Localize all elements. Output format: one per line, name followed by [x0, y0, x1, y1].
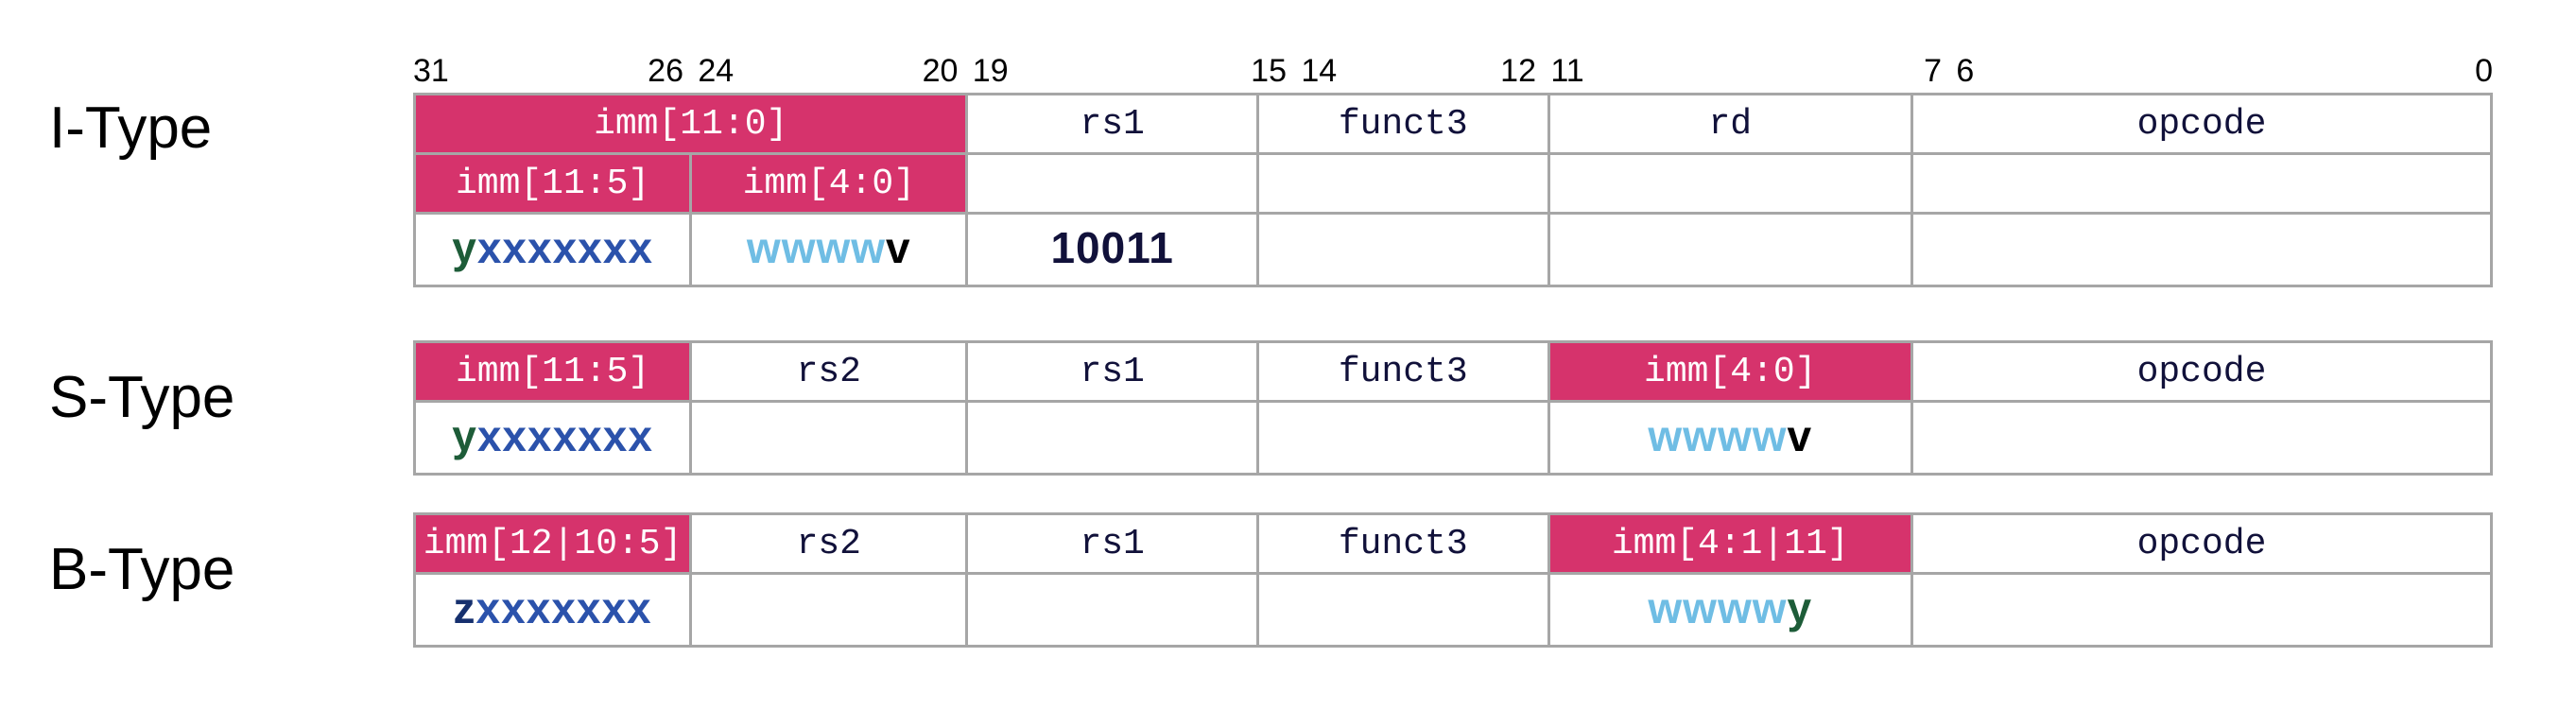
table-row-s-bit-pattern: yxxxxxxx wwwwv — [412, 400, 2493, 476]
field-rs1: rs1 — [965, 93, 1259, 155]
pattern-b-opcode — [1910, 572, 2493, 648]
pattern-i-funct3 — [1255, 212, 1550, 287]
s-type-format-table: imm[11:5] rs2 rs1 funct3 imm[4:0] opcode… — [412, 340, 2493, 476]
field-imm-12-10-5: imm[12|10:5] — [412, 512, 693, 575]
pattern-i-imm-lo: wwwwv — [689, 212, 969, 287]
table-row-i-fields: imm[11:0] rs1 funct3 rd opcode — [412, 93, 2493, 155]
field-rs1: rs1 — [965, 512, 1259, 575]
bit-segment: v — [886, 222, 911, 272]
bit-segment: y — [452, 410, 477, 460]
format-label-b-type: B-Type — [49, 537, 235, 602]
table-row-s-fields: imm[11:5] rs2 rs1 funct3 imm[4:0] opcode — [412, 340, 2493, 403]
format-label-s-type: S-Type — [49, 365, 235, 430]
bit-number-19: 19 — [972, 53, 1009, 89]
bit-number-24: 24 — [698, 53, 735, 89]
field-rd: rd — [1547, 93, 1914, 155]
field-funct3: funct3 — [1255, 512, 1550, 575]
pattern-b-funct3 — [1255, 572, 1550, 648]
format-label-i-type: I-Type — [49, 95, 213, 161]
pattern-b-rs2 — [689, 572, 969, 648]
pattern-i-opcode — [1910, 212, 2493, 287]
bit-number-11: 11 — [1550, 53, 1584, 89]
bit-number-26: 26 — [648, 53, 683, 89]
bit-segment: xxxxxxx — [475, 582, 652, 632]
field-imm-4-0: imm[4:0] — [689, 152, 969, 215]
field-rs2: rs2 — [689, 340, 969, 403]
bit-segment: z — [453, 582, 476, 632]
field-imm-11-5: imm[11:5] — [412, 340, 693, 403]
field-opcode: opcode — [1910, 512, 2493, 575]
i-type-format-table: imm[11:0] rs1 funct3 rd opcode imm[11:5]… — [412, 93, 2493, 287]
field-opcode: opcode — [1910, 93, 2493, 155]
field-funct3: funct3 — [1255, 340, 1550, 403]
field-imm-4-1-11: imm[4:1|11] — [1547, 512, 1914, 575]
bit-number-15: 15 — [1251, 53, 1287, 89]
bit-segment: y — [1787, 582, 1813, 632]
pattern-s-imm-lo: wwwwv — [1547, 400, 1914, 476]
field-imm-11-0: imm[11:0] — [412, 93, 969, 155]
cell-blank-opcode — [1910, 152, 2493, 215]
pattern-b-imm-lo: wwwwy — [1547, 572, 1914, 648]
bit-segment: xxxxxxx — [476, 222, 653, 272]
field-rs2: rs2 — [689, 512, 969, 575]
b-type-format-table: imm[12|10:5] rs2 rs1 funct3 imm[4:1|11] … — [412, 512, 2493, 648]
bit-segment: wwww — [1648, 410, 1788, 460]
pattern-i-rs1: 10011 — [965, 212, 1259, 287]
field-funct3: funct3 — [1255, 93, 1550, 155]
pattern-b-imm-hi: zxxxxxxx — [412, 572, 693, 648]
table-row-b-bit-pattern: zxxxxxxx wwwwy — [412, 572, 2493, 648]
table-row-i-bit-pattern: yxxxxxxx wwwwv 10011 — [412, 212, 2493, 287]
pattern-b-rs1 — [965, 572, 1259, 648]
pattern-s-rs2 — [689, 400, 969, 476]
field-imm-4-0: imm[4:0] — [1547, 340, 1914, 403]
table-row-i-imm-split: imm[11:5] imm[4:0] — [412, 152, 2493, 215]
bit-number-20: 20 — [922, 53, 959, 89]
bit-number-31: 31 — [413, 53, 449, 89]
bit-number-7: 7 — [1924, 53, 1942, 89]
field-rs1: rs1 — [965, 340, 1259, 403]
pattern-i-rd — [1547, 212, 1914, 287]
bit-number-12: 12 — [1500, 53, 1536, 89]
bit-segment: y — [452, 222, 477, 272]
pattern-s-funct3 — [1255, 400, 1550, 476]
cell-blank-rs1 — [965, 152, 1259, 215]
bit-number-6: 6 — [1956, 53, 1975, 89]
bit-segment: v — [1787, 410, 1813, 460]
table-row-b-fields: imm[12|10:5] rs2 rs1 funct3 imm[4:1|11] … — [412, 512, 2493, 575]
bit-number-0: 0 — [2475, 53, 2493, 89]
pattern-i-imm-hi: yxxxxxxx — [412, 212, 693, 287]
bit-segment: wwww — [746, 222, 887, 272]
bit-number-14: 14 — [1301, 53, 1338, 89]
bit-segment: xxxxxxx — [476, 410, 653, 460]
pattern-s-imm-hi: yxxxxxxx — [412, 400, 693, 476]
bit-segment: wwww — [1648, 582, 1788, 632]
pattern-s-rs1 — [965, 400, 1259, 476]
cell-blank-funct3 — [1255, 152, 1550, 215]
field-opcode: opcode — [1910, 340, 2493, 403]
cell-blank-rd — [1547, 152, 1914, 215]
pattern-s-opcode — [1910, 400, 2493, 476]
bit-segment: 10011 — [1050, 222, 1174, 272]
field-imm-11-5: imm[11:5] — [412, 152, 693, 215]
